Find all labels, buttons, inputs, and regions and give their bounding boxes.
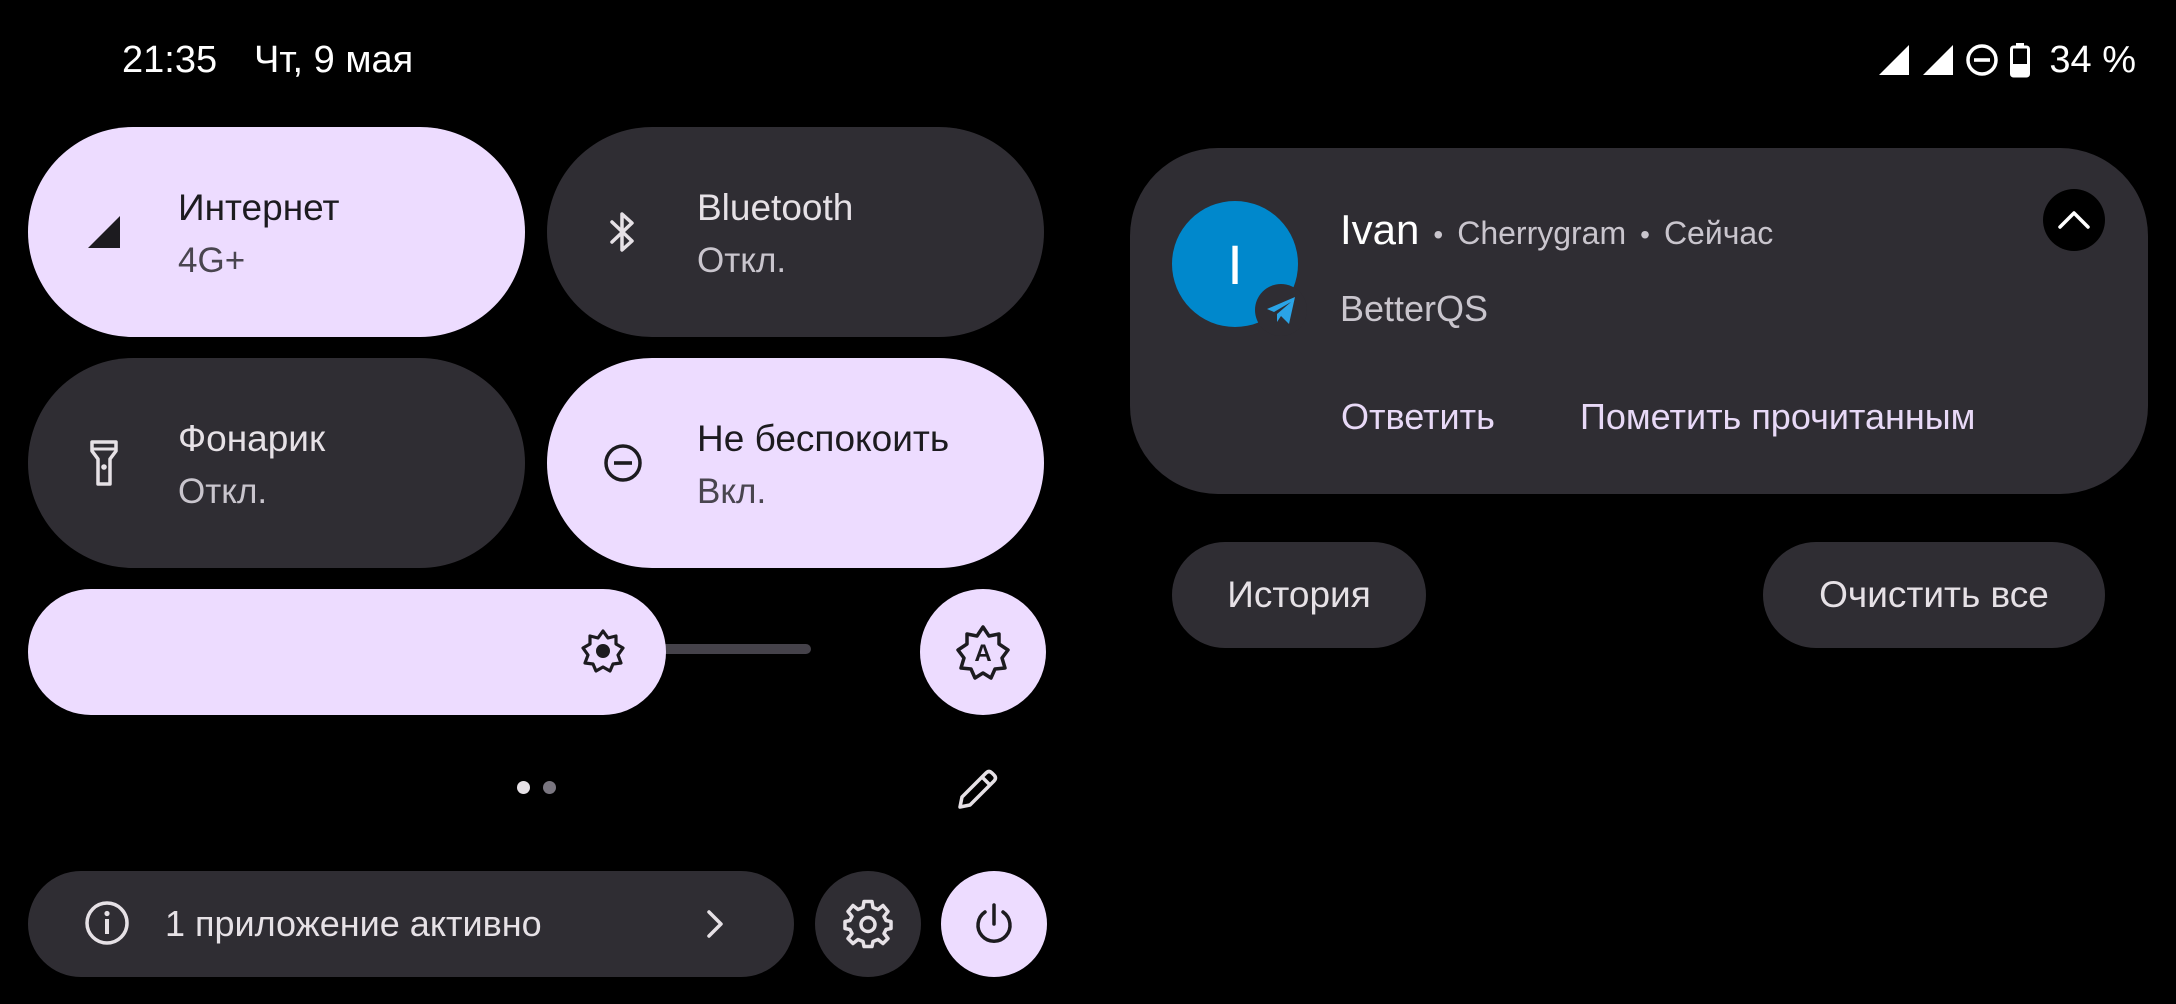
brightness-slider-fill[interactable] [28, 589, 666, 715]
tile-subtitle: Откл. [178, 472, 268, 511]
tile-subtitle: Вкл. [697, 472, 767, 511]
battery-percent: 34 % [2049, 38, 2136, 81]
signal-icon [1877, 43, 1911, 77]
chevron-up-icon [2056, 208, 2092, 232]
power-button[interactable] [941, 871, 1047, 977]
page-dot [543, 781, 556, 794]
cell-signal-icon [76, 204, 132, 260]
notification-message: BetterQS [1340, 288, 1489, 329]
tile-subtitle: 4G+ [178, 241, 246, 280]
tile-title: Не беспокоить [697, 418, 950, 459]
flashlight-icon [76, 435, 132, 491]
auto-brightness-button[interactable]: A [920, 589, 1046, 715]
notification-time: Сейчас [1663, 215, 1774, 251]
dnd-icon [595, 435, 651, 491]
separator-dot: • [1640, 219, 1650, 250]
power-icon [970, 900, 1018, 948]
history-button[interactable]: История [1172, 542, 1426, 648]
mark-read-button[interactable]: Пометить прочитанным [1580, 396, 1976, 437]
auto-brightness-icon: A [954, 623, 1012, 681]
notification-header: Ivan • Cherrygram • Сейчас [1340, 206, 1773, 254]
tile-title: Интернет [178, 187, 340, 228]
active-apps-text: 1 приложение активно [165, 903, 542, 944]
notification-app: Cherrygram [1457, 215, 1627, 251]
tile-internet[interactable]: Интернет 4G+ [28, 127, 525, 337]
page-dot-active [517, 781, 530, 794]
status-date: Чт, 9 мая [254, 39, 414, 81]
active-apps-button[interactable] [28, 871, 794, 977]
notification-sender: Ivan [1340, 206, 1420, 253]
status-icons: 34 % [1877, 36, 2136, 84]
gear-icon [843, 899, 893, 949]
tile-title: Bluetooth [697, 187, 854, 228]
telegram-icon [1255, 284, 1307, 336]
brightness-icon [580, 628, 626, 674]
signal-icon [1921, 43, 1955, 77]
battery-icon [2009, 42, 2031, 78]
edit-icon[interactable] [954, 765, 1002, 813]
tile-bluetooth[interactable]: Bluetooth Откл. [547, 127, 1044, 337]
chevron-right-icon [703, 904, 727, 944]
collapse-button[interactable] [2043, 189, 2105, 251]
dnd-icon [1965, 43, 1999, 77]
tile-flashlight[interactable]: Фонарик Откл. [28, 358, 525, 568]
status-time: 21:35 [122, 39, 218, 81]
bluetooth-icon [595, 204, 651, 260]
reply-button[interactable]: Ответить [1341, 396, 1495, 437]
separator-dot: • [1433, 219, 1444, 250]
info-icon [82, 898, 132, 948]
svg-text:A: A [974, 640, 991, 667]
tile-do-not-disturb[interactable]: Не беспокоить Вкл. [547, 358, 1044, 568]
tile-title: Фонарик [178, 418, 326, 459]
tile-subtitle: Откл. [697, 241, 787, 280]
clear-all-button[interactable]: Очистить все [1763, 542, 2105, 648]
settings-button[interactable] [815, 871, 921, 977]
